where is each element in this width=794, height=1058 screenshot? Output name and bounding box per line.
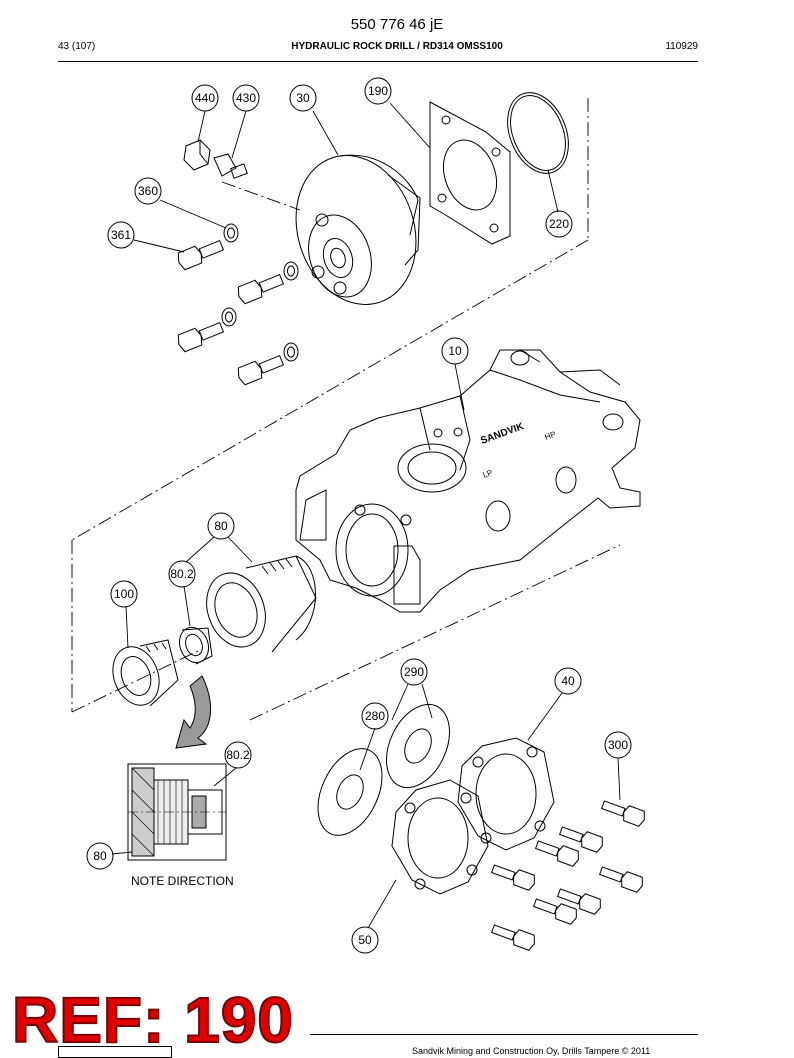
bolts-300 [490, 800, 645, 951]
front-cover-30 [295, 154, 421, 305]
fitting-430 [213, 153, 248, 179]
footer-logo [58, 1046, 172, 1058]
gear-sleeve-80 [206, 555, 317, 653]
svg-text:40: 40 [561, 674, 575, 688]
ring-80-2 [178, 626, 213, 665]
callout-290: 290 [400, 658, 428, 686]
section-detail-view [127, 763, 227, 861]
svg-text:440: 440 [195, 91, 215, 105]
svg-text:30: 30 [296, 91, 310, 105]
callout-80-2: 80.2 [168, 560, 196, 588]
svg-text:80.2: 80.2 [226, 748, 250, 762]
footer-rule [310, 1034, 698, 1035]
o-ring-220 [507, 92, 569, 174]
svg-text:80: 80 [214, 519, 228, 533]
callout-80-detail: 80 [86, 842, 114, 870]
callout-361: 361 [107, 221, 135, 249]
ref-stamp: REF: 190 [11, 984, 294, 1056]
callout-80-2-detail: 80.2 [224, 741, 252, 769]
svg-text:360: 360 [138, 184, 158, 198]
callout-50: 50 [351, 926, 379, 954]
svg-text:190: 190 [368, 84, 388, 98]
nut-440 [183, 139, 211, 171]
note-direction: NOTE DIRECTION [131, 874, 234, 888]
callout-440: 440 [191, 84, 219, 112]
callout-190: 190 [364, 77, 392, 105]
seal-290 [386, 703, 450, 789]
callout-40: 40 [554, 667, 582, 695]
svg-text:80.2: 80.2 [170, 567, 194, 581]
svg-text:430: 430 [236, 91, 256, 105]
callout-360: 360 [134, 177, 162, 205]
svg-text:220: 220 [549, 217, 569, 231]
svg-text:361: 361 [111, 228, 131, 242]
bolts-361 [177, 239, 285, 386]
washers-360 [221, 223, 299, 362]
callout-30: 30 [289, 84, 317, 112]
assembly-axis-lines [71, 98, 621, 721]
callout-80: 80 [207, 512, 235, 540]
svg-text:280: 280 [365, 709, 385, 723]
callout-220: 220 [545, 210, 573, 238]
callout-10: 10 [441, 337, 469, 365]
svg-text:SANDVIK: SANDVIK [479, 421, 526, 447]
svg-text:50: 50 [358, 933, 372, 947]
direction-arrow [175, 675, 212, 749]
date-code: 110929 [665, 41, 698, 52]
svg-text:80: 80 [93, 849, 107, 863]
leader-lines [111, 102, 621, 929]
svg-text:290: 290 [404, 665, 424, 679]
svg-text:HP: HP [544, 430, 558, 442]
callouts: 440 430 30 190 360 361 220 10 80 80.2 10… [86, 77, 632, 954]
callout-100: 100 [110, 580, 138, 608]
page-title: HYDRAULIC ROCK DRILL / RD314 OMSS100 [291, 41, 503, 52]
svg-text:LP: LP [482, 468, 494, 480]
callout-430: 430 [232, 84, 260, 112]
cylinder-housing-10 [295, 349, 641, 613]
page-indicator: 43 (107) [58, 41, 96, 52]
gasket-280 [317, 748, 383, 836]
header-rule [58, 61, 698, 62]
spline-hub-100 [112, 639, 179, 707]
svg-text:300: 300 [608, 738, 628, 752]
document-number: 550 776 46 jE [350, 16, 444, 33]
housing-markings: SANDVIK HP LP [479, 421, 557, 480]
callout-300: 300 [604, 731, 632, 759]
footer-copyright: Sandvik Mining and Construction Oy, Dril… [412, 1046, 651, 1056]
svg-text:10: 10 [448, 344, 462, 358]
gasket-190 [429, 101, 511, 245]
svg-text:100: 100 [114, 587, 134, 601]
end-cover-40 [457, 737, 555, 851]
end-cover-50 [391, 779, 489, 895]
callout-280: 280 [361, 702, 389, 730]
